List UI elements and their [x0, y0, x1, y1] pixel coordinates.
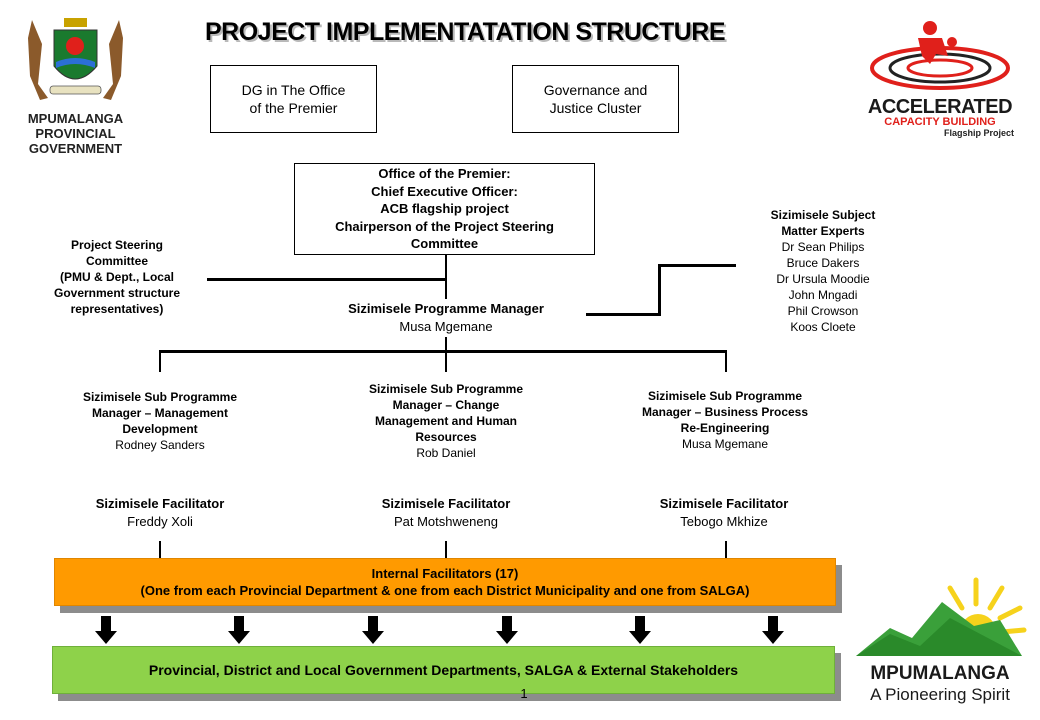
- committee-connector: [207, 278, 445, 281]
- box-line: Chairperson of the Project Steering: [335, 218, 554, 234]
- sub-manager-name: Rodney Sanders: [115, 438, 205, 452]
- sub-manager-role: Manager – Business Process: [641, 405, 809, 419]
- logo-line: PROVINCIAL: [35, 126, 116, 141]
- branch-middle: [445, 350, 447, 372]
- facilitator-left: Sizimisele Facilitator Freddy Xoli: [60, 495, 260, 531]
- sub-manager-role: Resources: [415, 430, 477, 444]
- bottom-logo-main: MPUMALANGA: [870, 663, 1010, 684]
- facilitator-role: Sizimisele Facilitator: [659, 496, 789, 511]
- down-arrow-icon: [95, 616, 117, 644]
- facilitator-drop-middle: [445, 541, 447, 559]
- governance-cluster-box: Governance and Justice Cluster: [512, 65, 679, 133]
- expert-name: Phil Crowson: [787, 304, 859, 318]
- dg-office-box: DG in The Office of the Premier: [210, 65, 377, 133]
- sub-manager-name: Musa Mgemane: [681, 437, 769, 451]
- banner-line: Internal Facilitators (17): [371, 566, 519, 581]
- stakeholders-banner: Provincial, District and Local Governmen…: [52, 646, 835, 694]
- committee-line: representatives): [70, 302, 164, 316]
- steering-committee: Project Steering Committee (PMU & Dept.,…: [36, 237, 198, 317]
- page-title: PROJECT IMPLEMENTATATION STRUCTURE: [204, 18, 726, 46]
- expert-name: John Mngadi: [788, 288, 858, 302]
- acb-tag-text: Flagship Project: [943, 128, 1014, 138]
- sub-manager-role: Re-Engineering: [680, 421, 770, 435]
- branch-bar: [159, 350, 727, 353]
- experts-connector-high: [658, 264, 736, 267]
- down-arrow-icon: [629, 616, 651, 644]
- programme-manager: Sizimisele Programme Manager Musa Mgeman…: [316, 300, 576, 336]
- branch-left: [159, 350, 161, 372]
- manager-drop: [445, 337, 447, 351]
- expert-name: Bruce Dakers: [786, 256, 860, 270]
- experts-connector-riser: [658, 264, 661, 316]
- down-arrow-icon: [362, 616, 384, 644]
- experts-heading: Sizimisele Subject: [770, 208, 876, 222]
- subject-matter-experts: Sizimisele Subject Matter Experts Dr Sea…: [748, 207, 898, 335]
- mpumalanga-pioneering-logo: MPUMALANGA A Pioneering Spirit: [850, 574, 1030, 708]
- page-number: 1: [520, 686, 528, 701]
- sub-manager-role: Manager – Management: [91, 406, 229, 420]
- logo-line: GOVERNMENT: [28, 141, 123, 156]
- box-line: Committee: [410, 236, 479, 252]
- sub-manager-change-management: Sizimisele Sub Programme Manager – Chang…: [346, 381, 546, 461]
- facilitator-name: Pat Motshweneng: [393, 514, 499, 529]
- sub-manager-role: Development: [122, 422, 198, 436]
- logo-line: MPUMALANGA: [27, 111, 124, 126]
- facilitator-role: Sizimisele Facilitator: [95, 496, 225, 511]
- down-arrow-icon: [496, 616, 518, 644]
- committee-line: Committee: [85, 254, 148, 268]
- facilitator-name: Tebogo Mkhize: [680, 514, 768, 529]
- ceo-connector: [445, 255, 447, 299]
- box-line: Governance and: [543, 82, 648, 98]
- box-line: ACB flagship project: [380, 201, 509, 217]
- down-arrow-icon: [762, 616, 784, 644]
- facilitator-middle: Sizimisele Facilitator Pat Motshweneng: [346, 495, 546, 531]
- bottom-logo-tag: A Pioneering Spirit: [870, 685, 1010, 704]
- acb-flagship-logo: ACCELERATED CAPACITY BUILDING Flagship P…: [860, 16, 1020, 138]
- acb-sub-text: CAPACITY BUILDING: [884, 116, 996, 128]
- sub-manager-name: Rob Daniel: [416, 446, 476, 460]
- provincial-government-logo: MPUMALANGA PROVINCIAL GOVERNMENT: [18, 14, 133, 156]
- facilitator-drop-left: [159, 541, 161, 559]
- experts-connector-low: [586, 313, 660, 316]
- manager-name: Musa Mgemane: [399, 319, 493, 334]
- expert-name: Koos Cloete: [790, 320, 856, 334]
- committee-line: Project Steering: [70, 238, 164, 252]
- sub-manager-business-process: Sizimisele Sub Programme Manager – Busin…: [619, 388, 831, 452]
- box-line: of the Premier: [249, 100, 338, 116]
- facilitator-name: Freddy Xoli: [127, 514, 193, 529]
- box-line: Office of the Premier:: [378, 166, 511, 182]
- down-arrow-icon: [228, 616, 250, 644]
- committee-line: Government structure: [53, 286, 181, 300]
- box-line: Chief Executive Officer:: [371, 183, 518, 199]
- committee-line: (PMU & Dept., Local: [59, 270, 174, 284]
- coat-of-arms-icon: [28, 18, 123, 100]
- facilitator-role: Sizimisele Facilitator: [381, 496, 511, 511]
- expert-name: Dr Sean Philips: [781, 240, 865, 254]
- internal-facilitators-banner: Internal Facilitators (17) (One from eac…: [54, 558, 836, 606]
- sunrise-mountains-icon: [856, 577, 1027, 656]
- sub-manager-management-development: Sizimisele Sub Programme Manager – Manag…: [60, 389, 260, 453]
- sub-manager-role: Sizimisele Sub Programme: [368, 382, 524, 396]
- banner-line: Provincial, District and Local Governmen…: [148, 661, 739, 678]
- experts-heading: Matter Experts: [781, 224, 865, 238]
- expert-name: Dr Ursula Moodie: [776, 272, 870, 286]
- facilitator-right: Sizimisele Facilitator Tebogo Mkhize: [624, 495, 824, 531]
- sub-manager-role: Management and Human: [374, 414, 518, 428]
- sub-manager-role: Sizimisele Sub Programme: [647, 389, 803, 403]
- branch-right: [725, 350, 727, 372]
- sub-manager-role: Manager – Change: [392, 398, 500, 412]
- box-line: Justice Cluster: [549, 100, 642, 116]
- banner-line: (One from each Provincial Department & o…: [140, 583, 750, 598]
- box-line: DG in The Office: [241, 82, 346, 98]
- sub-manager-role: Sizimisele Sub Programme: [82, 390, 238, 404]
- acb-emblem-icon: [870, 21, 1010, 90]
- manager-role: Sizimisele Programme Manager: [348, 301, 544, 316]
- ceo-chairperson-box: Office of the Premier: Chief Executive O…: [294, 163, 595, 255]
- acb-main-text: ACCELERATED: [867, 96, 1013, 118]
- facilitator-drop-right: [725, 541, 727, 559]
